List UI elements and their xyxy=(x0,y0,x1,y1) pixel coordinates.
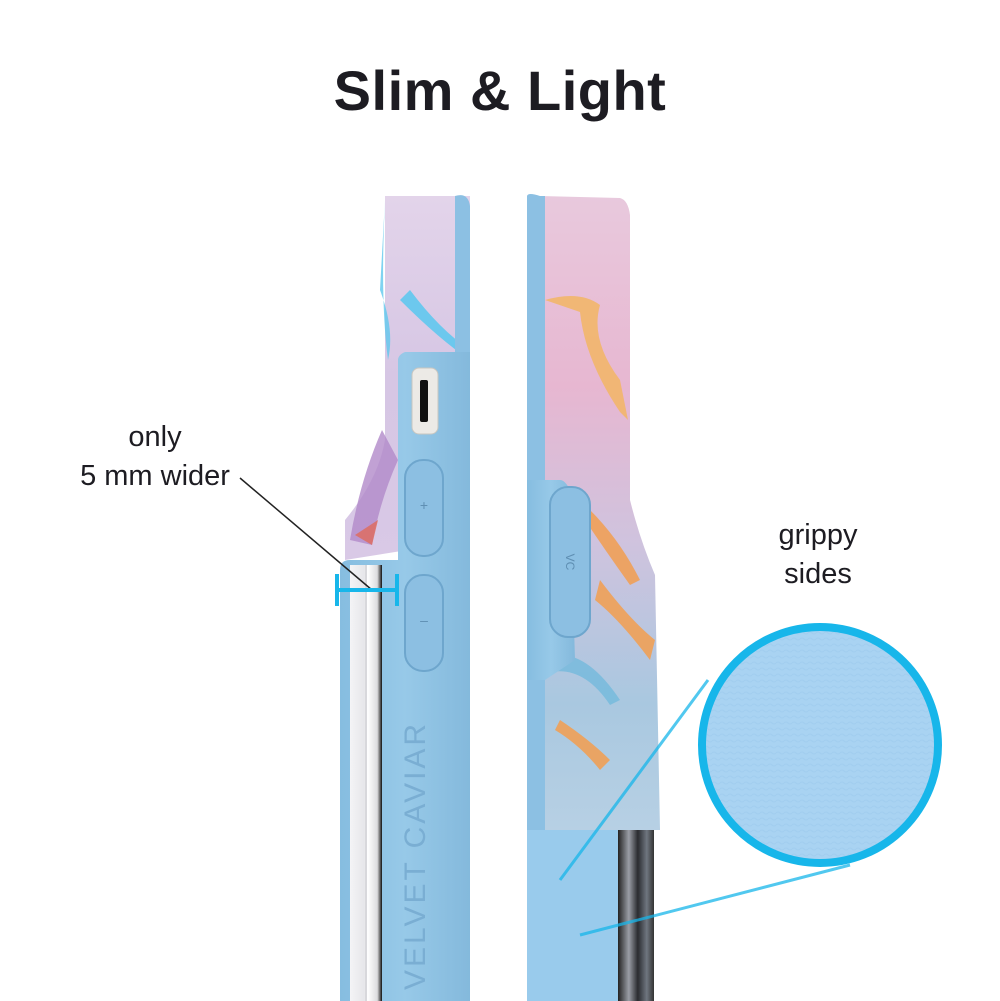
width-callout-line1: only xyxy=(128,421,182,453)
grip-magnifier xyxy=(558,623,942,937)
width-indicator-icon xyxy=(239,477,399,606)
page-title: Slim & Light xyxy=(333,59,667,122)
side-button xyxy=(549,486,591,638)
volume-up-glyph: + xyxy=(420,497,428,513)
left-phone-side-view: + – VELVET CAVIAR xyxy=(340,195,470,1001)
right-phone-side-view: VC xyxy=(527,194,660,1001)
grip-callout-line1: grippy xyxy=(778,519,858,551)
volume-down-glyph: – xyxy=(420,612,428,628)
grip-callout-line2: sides xyxy=(784,558,852,590)
magnifier-ring xyxy=(698,623,942,867)
grip-callout: grippy sides xyxy=(748,516,888,594)
volume-up-button xyxy=(404,459,444,557)
volume-down-button xyxy=(404,574,444,672)
width-callout: only 5 mm wider xyxy=(40,418,270,496)
side-button-glyph: VC xyxy=(563,554,577,571)
width-callout-line2: 5 mm wider xyxy=(80,460,230,492)
brand-emboss: VELVET CAVIAR xyxy=(399,721,432,990)
